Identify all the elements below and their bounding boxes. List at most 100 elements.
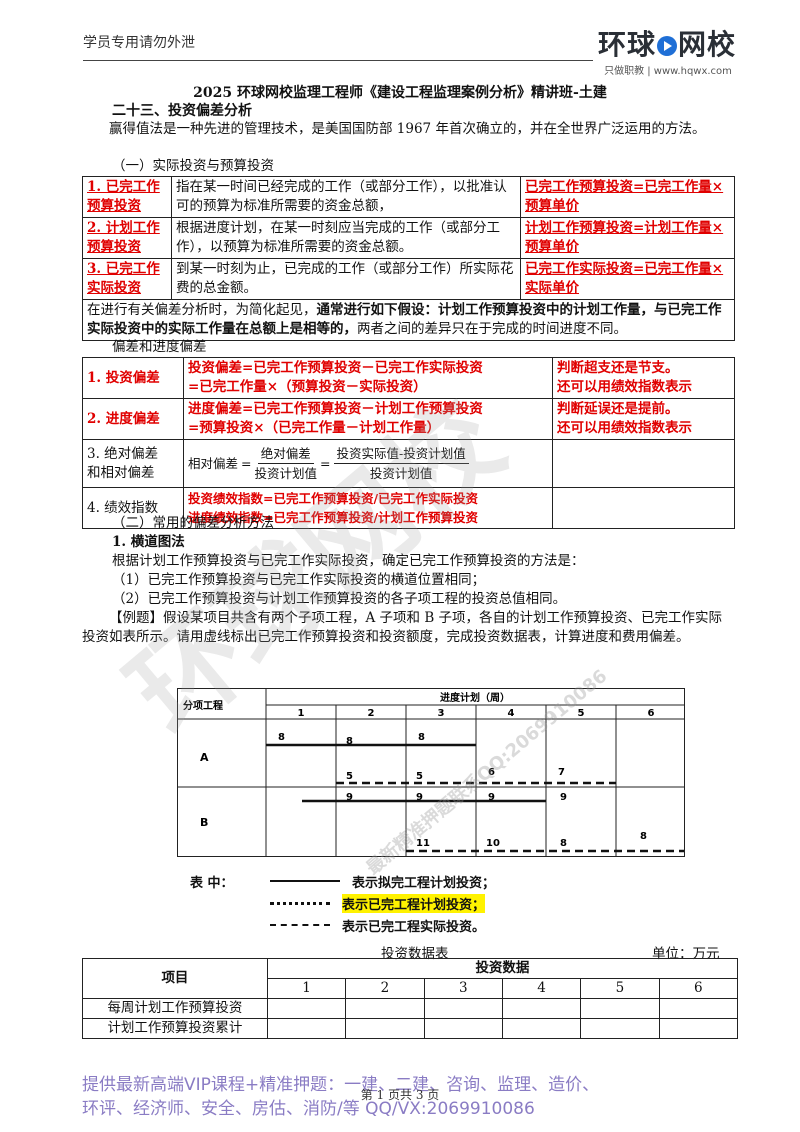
fig-a-top-value: 8 bbox=[418, 732, 425, 743]
legend-solid-text: 表示拟完工程计划投资； bbox=[352, 875, 496, 891]
row-formula: 已完工作实际投资=已完工作量×实际单价 bbox=[520, 258, 735, 300]
assumption-note: 在进行有关偏差分析时，为简化起见，通常进行如下假设：计划工作预算投资中的计划工作… bbox=[82, 299, 735, 341]
header-divider bbox=[83, 60, 593, 61]
fig-week: 1 bbox=[298, 708, 305, 719]
fig-a-top-value: 8 bbox=[278, 732, 285, 743]
table-row: 每周计划工作预算投资 bbox=[82, 998, 739, 1019]
col-item-header: 项目 bbox=[82, 958, 268, 999]
fig-row-a: A bbox=[200, 751, 209, 764]
row-label: 2. 进度偏差 bbox=[82, 398, 184, 440]
gantt-figure: 分项工程 进度计划（周） 1 2 3 4 5 6 A B 8 8 8 5 5 6… bbox=[177, 688, 685, 857]
table-row: 1. 已完工作预算投资 指在某一时间已经完成的工作（或部分工作），以批准认可的预… bbox=[82, 176, 735, 218]
week-header: 5 bbox=[580, 978, 660, 999]
fig-a-bottom-value: 5 bbox=[346, 771, 353, 782]
table-row: 2. 计划工作预算投资 根据进度计划，在某一时刻应当完成的工作（或部分工作），以… bbox=[82, 217, 735, 259]
table-row: 1. 投资偏差 投资偏差=已完工作预算投资－已完工作实际投资=已完工作量×（预算… bbox=[82, 357, 735, 399]
row-description: 指在某一时间已经完成的工作（或部分工作），以批准认可的预算为标准所需要的资金总额… bbox=[171, 176, 521, 218]
week-header: 4 bbox=[501, 978, 582, 999]
row-label: 每周计划工作预算投资 bbox=[82, 998, 268, 1019]
table-row: 1 2 3 4 5 6 bbox=[83, 978, 739, 999]
subheading-deviation: 偏差和进度偏差 bbox=[112, 339, 207, 355]
row-note: 判断延误还是提前。还可以用绩效指数表示 bbox=[552, 398, 735, 440]
fig-row-b: B bbox=[200, 816, 208, 829]
row-label: 4. 绩效指数 bbox=[82, 487, 184, 529]
method-line: （2）已完工作预算投资与计划工作预算投资的各子项工程的投资总值相同。 bbox=[112, 591, 567, 607]
intro-paragraph: 赢得值法是一种先进的管理技术，是美国国防部 1967 年首次确立的，并在全世界广… bbox=[109, 121, 706, 137]
method-heading: 1. 横道图法 bbox=[112, 534, 185, 550]
legend-dotted-line bbox=[270, 901, 330, 905]
fig-col-header: 分项工程 bbox=[183, 699, 223, 712]
footer-ad-line-1: 提供最新高端VIP课程+精准押题：一建、二建、咨询、监理、造价、 bbox=[82, 1075, 600, 1095]
fig-b-top-value: 9 bbox=[346, 792, 353, 803]
logo-text-a: 环球 bbox=[598, 28, 657, 61]
subheading-methods: （二）常用的偏差分析方法 bbox=[112, 515, 274, 531]
fig-a-top-value: 8 bbox=[346, 736, 353, 747]
row-formula: 进度偏差=已完工作预算投资－计划工作预算投资=预算投资×（已完工作量－计划工作量… bbox=[183, 398, 553, 440]
deviation-table: 1. 投资偏差 投资偏差=已完工作预算投资－已完工作实际投资=已完工作量×（预算… bbox=[82, 357, 735, 529]
legend-dotted-text: 表示已完工程计划投资； bbox=[342, 893, 486, 913]
week-header: 3 bbox=[423, 978, 503, 999]
method-line: 根据计划工作预算投资与已完工作实际投资，确定已完工作预算投资的方法是： bbox=[112, 553, 585, 569]
fig-b-bottom-value: 11 bbox=[416, 838, 430, 849]
figure-legend: 表 中： 表示拟完工程计划投资； 表示已完工程计划投资； 表示已完工程实际投资。 bbox=[190, 870, 495, 936]
table-row: 在进行有关偏差分析时，为简化起见，通常进行如下假设：计划工作预算投资中的计划工作… bbox=[82, 299, 735, 341]
table-row: 3. 已完工作实际投资 到某一时刻为止，已完成的工作（或部分工作）所实际花费的总… bbox=[82, 258, 735, 300]
fig-b-top-value: 9 bbox=[560, 792, 567, 803]
week-header: 6 bbox=[658, 978, 739, 999]
table-row: 4. 绩效指数 投资绩效指数=已完工作预算投资/已完工作实际投资进度绩效指数=已… bbox=[82, 487, 735, 529]
row-label: 3. 已完工作实际投资 bbox=[82, 258, 172, 300]
investment-data-table: 项目 投资数据 1 2 3 4 5 6 每周计划工作预算投资 计划工作预算投资累… bbox=[82, 958, 739, 1039]
table-row: 项目 投资数据 bbox=[82, 958, 739, 999]
fig-b-top-value: 9 bbox=[416, 792, 423, 803]
empty-cell bbox=[552, 439, 735, 488]
fig-a-bottom-value: 5 bbox=[416, 771, 423, 782]
row-description: 到某一时刻为止，已完成的工作（或部分工作）所实际花费的总金额。 bbox=[171, 258, 521, 300]
method-line: （1）已完工作预算投资与已完工作实际投资的横道位置相同； bbox=[112, 572, 486, 588]
col-group-header: 投资数据 bbox=[266, 958, 739, 979]
week-header: 1 bbox=[266, 978, 347, 999]
logo-subtitle: 只做职教 | www.hqwx.com bbox=[604, 66, 732, 77]
play-icon bbox=[657, 36, 678, 56]
week-header: 2 bbox=[345, 978, 425, 999]
footer-ad-line-2: 环评、经济师、安全、房估、消防/等 QQ/VX:2069910086 bbox=[82, 1099, 535, 1119]
investment-definition-table: 1. 已完工作预算投资 指在某一时间已经完成的工作（或部分工作），以批准认可的预… bbox=[82, 176, 735, 341]
empty-cell bbox=[552, 487, 735, 529]
fig-a-bottom-value: 7 bbox=[558, 767, 565, 778]
fig-progress-header: 进度计划（周） bbox=[440, 691, 510, 704]
legend-dashed-line bbox=[270, 924, 330, 926]
row-label: 3. 绝对偏差和相对偏差 bbox=[82, 439, 184, 488]
table-row: 3. 绝对偏差和相对偏差 相对偏差= 绝对偏差投资计划值 = 投资实际值-投资计… bbox=[82, 439, 735, 488]
row-formula: 已完工作预算投资=已完工作量×预算单价 bbox=[520, 176, 735, 218]
legend-prefix: 表 中： bbox=[190, 875, 234, 891]
fig-b-top-value: 9 bbox=[488, 792, 495, 803]
fig-a-bottom-value: 6 bbox=[488, 767, 495, 778]
legend-solid-line bbox=[270, 880, 340, 882]
fig-week: 3 bbox=[438, 708, 445, 719]
row-note: 判断超支还是节支。还可以用绩效指数表示 bbox=[552, 357, 735, 399]
brand-logo: 环球网校 只做职教 | www.hqwx.com bbox=[598, 28, 738, 78]
header-confidential-text: 学员专用请勿外泄 bbox=[83, 35, 195, 51]
table-row: 2. 进度偏差 进度偏差=已完工作预算投资－计划工作预算投资=预算投资×（已完工… bbox=[82, 398, 735, 440]
row-description: 根据进度计划，在某一时刻应当完成的工作（或部分工作），以预算为标准所需要的资金总… bbox=[171, 217, 521, 259]
relative-deviation-formula: 相对偏差= 绝对偏差投资计划值 = 投资实际值-投资计划值投资计划值 bbox=[183, 439, 553, 488]
row-label: 计划工作预算投资累计 bbox=[82, 1018, 268, 1039]
row-formula: 计划工作预算投资=计划工作量×预算单价 bbox=[520, 217, 735, 259]
row-formula: 投资偏差=已完工作预算投资－已完工作实际投资=已完工作量×（预算投资－实际投资） bbox=[183, 357, 553, 399]
row-label: 1. 已完工作预算投资 bbox=[82, 176, 172, 218]
fig-week: 4 bbox=[508, 708, 515, 719]
page-number: 第 1 页共 3 页 bbox=[360, 1088, 440, 1102]
fig-b-bottom-value: 8 bbox=[640, 831, 647, 842]
document-title: 2025 环球网校监理工程师《建设工程监理案例分析》精讲班-土建 bbox=[193, 85, 607, 101]
subheading-actual-vs-budget: （一）实际投资与预算投资 bbox=[112, 158, 274, 174]
row-formula: 投资绩效指数=已完工作预算投资/已完工作实际投资进度绩效指数=已完工作预算投资/… bbox=[183, 487, 553, 529]
legend-dashed-text: 表示已完工程实际投资。 bbox=[342, 919, 486, 935]
fig-week: 5 bbox=[578, 708, 585, 719]
row-label: 2. 计划工作预算投资 bbox=[82, 217, 172, 259]
fig-week: 2 bbox=[368, 708, 375, 719]
logo-text-b: 网校 bbox=[678, 28, 737, 61]
row-label: 1. 投资偏差 bbox=[82, 357, 184, 399]
fig-b-bottom-value: 10 bbox=[486, 838, 500, 849]
fig-b-bottom-value: 8 bbox=[560, 838, 567, 849]
section-heading: 二十三、投资偏差分析 bbox=[112, 103, 252, 119]
table-row: 计划工作预算投资累计 bbox=[82, 1018, 739, 1039]
